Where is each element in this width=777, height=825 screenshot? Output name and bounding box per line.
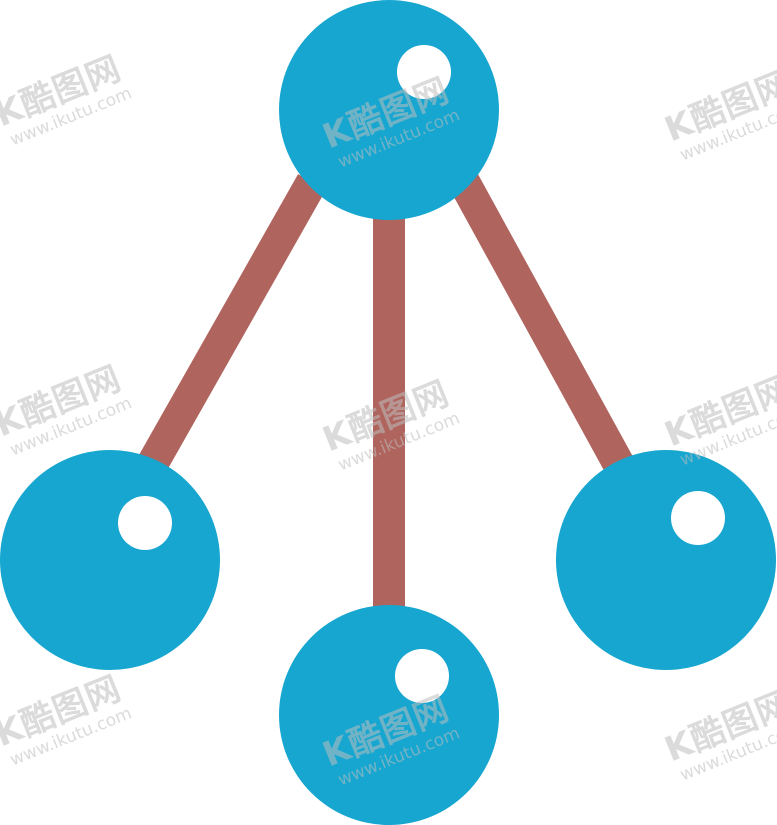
- node-top-highlight: [397, 45, 451, 99]
- bond-left: [136, 174, 326, 476]
- node-left-sphere: [0, 450, 220, 670]
- node-left: [0, 450, 220, 670]
- node-bottom-highlight: [395, 649, 449, 703]
- node-left-highlight: [118, 496, 172, 550]
- node-right-highlight: [671, 491, 725, 545]
- node-bottom-sphere: [279, 605, 499, 825]
- bond-right: [449, 174, 637, 478]
- bond-group: [136, 174, 637, 620]
- node-top: [279, 0, 499, 220]
- node-right-sphere: [556, 450, 776, 670]
- node-top-sphere: [279, 0, 499, 220]
- node-right: [556, 450, 776, 670]
- node-bottom: [279, 605, 499, 825]
